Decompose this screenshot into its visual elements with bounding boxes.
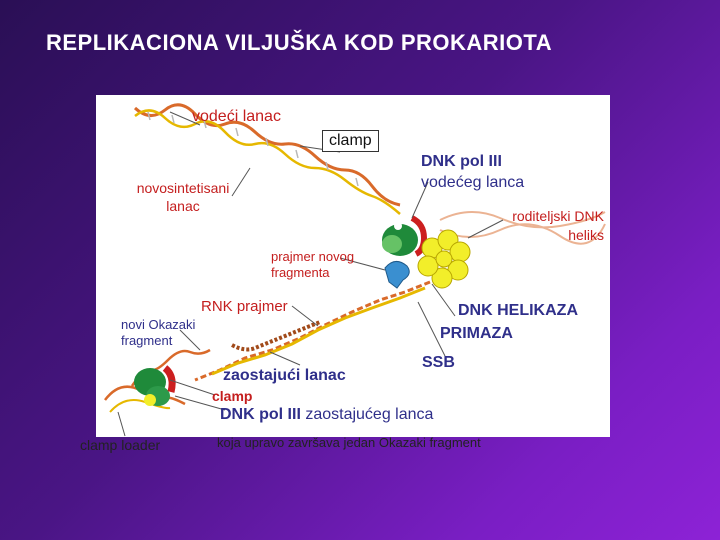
primase [384,261,410,289]
slide-title: REPLIKACIONA VILJUŠKA KOD PROKARIOTA [46,30,553,55]
leader-lines [117,111,504,437]
label-ssb: SSB [422,354,455,371]
helicase [417,229,471,289]
label-prajmer-novog-2: fragmenta [271,265,330,280]
label-roditeljski-2: heliks [568,227,604,243]
parental-helix [439,210,606,245]
label-clamp-bottom: clamp [212,388,253,404]
leading-polymerase [382,215,428,257]
label-novosintetisani-2: lanac [166,198,200,214]
label-roditeljski-1: roditeljski DNK [512,208,604,224]
label-vodeci-lanac: vodeći lanac [192,108,281,125]
label-koja-upravo: koja upravo završava jedan Okazaki fragm… [217,435,481,450]
label-dnk-pol-lag: DNK pol III zaostajućeg lanca [220,406,433,424]
label-dnk-pol-lag-rest: zaostajućeg lanca [300,406,434,423]
label-zaostajuci-lanac: zaostajući lanac [223,367,346,384]
label-dnk-pol-lead-2: vodećeg lanca [421,174,525,191]
label-dnk-pol-lag-bold: DNK pol III [220,406,301,423]
label-prajmer-novog-1: prajmer novog [271,249,355,264]
label-rnk-prajmer: RNK prajmer [201,298,288,315]
lagging-polymerase [134,365,176,406]
label-novi-okazaki-1: novi Okazaki [121,317,196,332]
leading-strand-helix [133,103,401,215]
label-novosintetisani-1: novosintetisani [136,180,230,196]
label-primaza: PRIMAZA [440,325,513,342]
label-helikaza: DNK HELIKAZA [458,302,578,319]
label-clamp-top: clamp [322,130,379,153]
label-novi-okazaki-2: fragment [121,333,173,348]
label-clamp-loader: clamp loader [80,437,161,453]
label-dnk-pol-lead-1: DNK pol III [421,153,502,170]
